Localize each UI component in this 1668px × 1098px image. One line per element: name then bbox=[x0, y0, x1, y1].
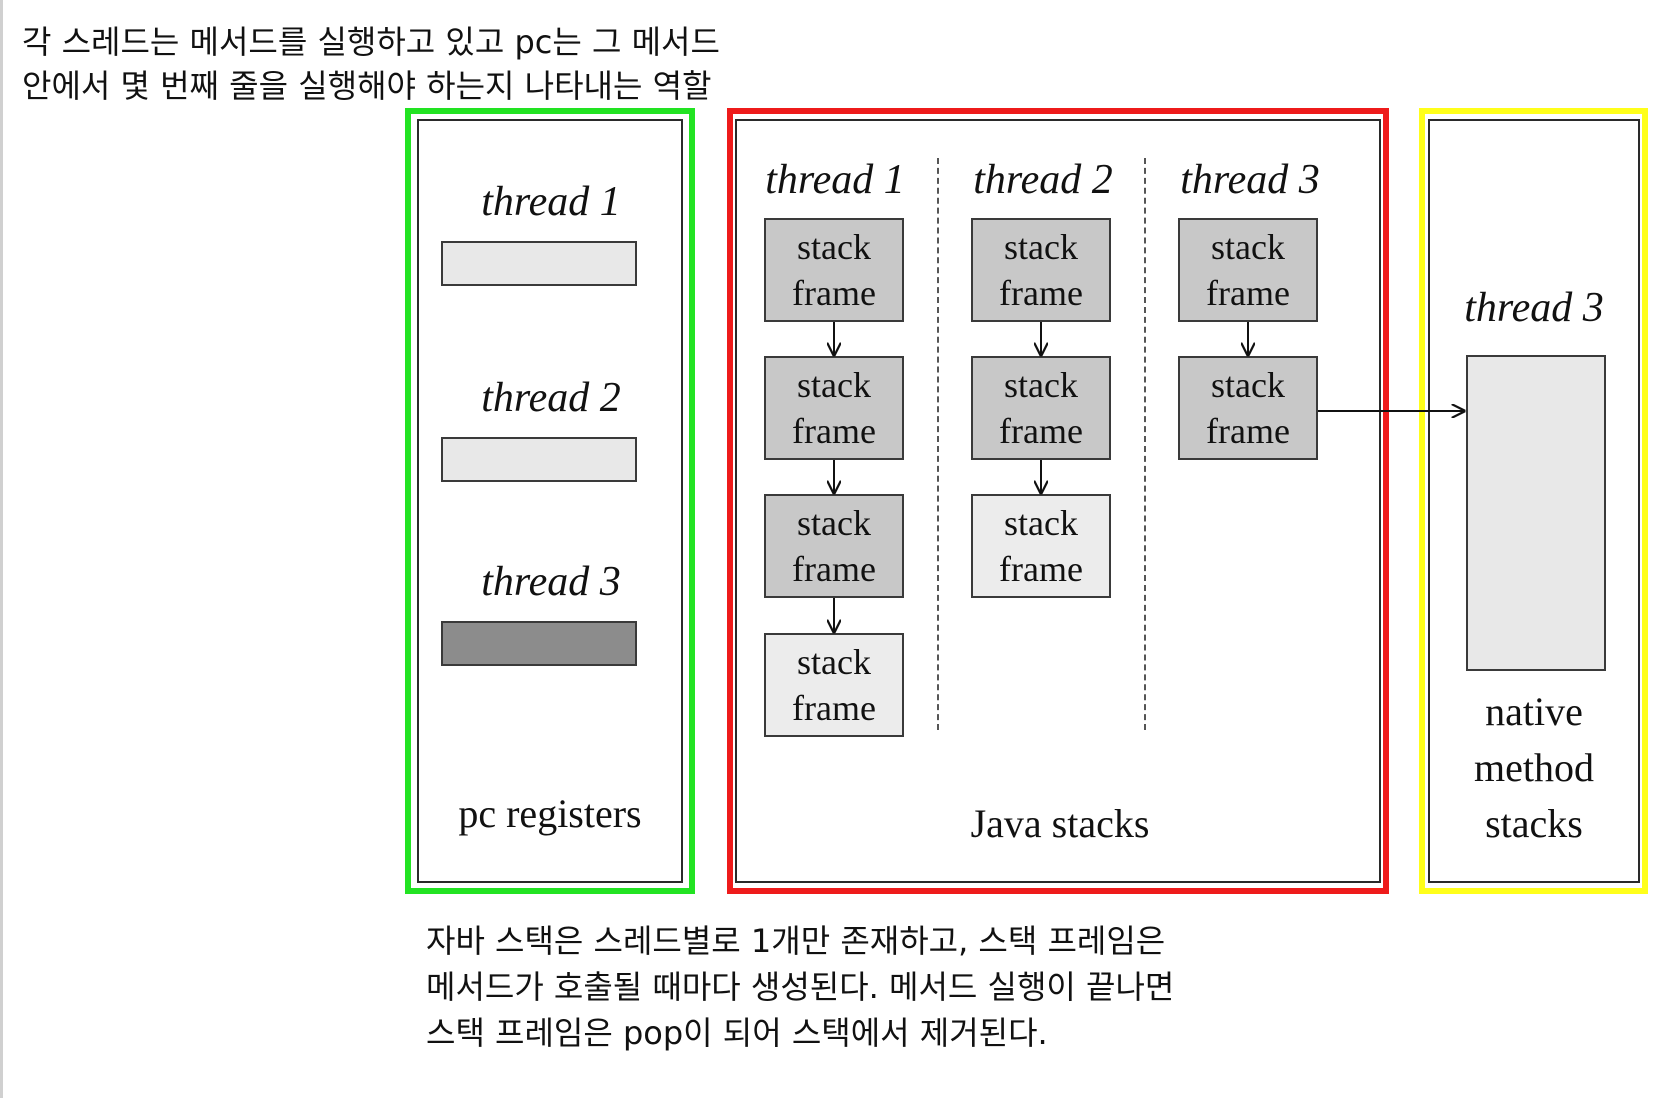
native-method-stacks-caption: native method stacks bbox=[1430, 684, 1638, 852]
pc-registers-panel bbox=[417, 119, 683, 883]
native-caption-line-3: stacks bbox=[1485, 801, 1583, 846]
java-stacks-highlight bbox=[727, 108, 1389, 894]
native-method-stack-box bbox=[1466, 355, 1606, 671]
pc-registers-caption: pc registers bbox=[458, 791, 642, 836]
bottom-annotation-line-3: 스택 프레임은 pop이 되어 스택에서 제거된다. bbox=[426, 1014, 1048, 1052]
java-thread-2-label: thread 2 bbox=[973, 157, 1113, 203]
pc-register-thread-1 bbox=[441, 241, 637, 286]
window-edge bbox=[0, 0, 3, 1098]
thread-divider-1 bbox=[937, 158, 939, 730]
bottom-annotation-line-2: 메서드가 호출될 때마다 생성된다. 메서드 실행이 끝나면 bbox=[426, 968, 1175, 1006]
java-stacks-caption: Java stacks bbox=[970, 801, 1150, 846]
java-thread-1-label: thread 1 bbox=[765, 157, 905, 203]
thread-divider-2 bbox=[1144, 158, 1146, 730]
bottom-annotation-line-1: 자바 스택은 스레드별로 1개만 존재하고, 스택 프레임은 bbox=[426, 922, 1166, 960]
pc-thread-2-label: thread 2 bbox=[481, 375, 621, 421]
native-caption-line-2: method bbox=[1474, 745, 1594, 790]
top-annotation-line-2: 안에서 몇 번째 줄을 실행해야 하는지 나타내는 역할 bbox=[22, 67, 712, 105]
native-caption-line-1: native bbox=[1485, 689, 1583, 734]
pc-registers-highlight bbox=[405, 108, 695, 894]
pc-thread-3-label: thread 3 bbox=[481, 559, 621, 605]
pc-thread-1-label: thread 1 bbox=[481, 179, 621, 225]
native-thread-3-label: thread 3 bbox=[1464, 285, 1604, 331]
native-method-stacks-highlight bbox=[1419, 108, 1648, 894]
top-annotation-line-1: 각 스레드는 메서드를 실행하고 있고 pc는 그 메서드 bbox=[22, 23, 720, 61]
java-thread-3-label: thread 3 bbox=[1180, 157, 1320, 203]
bottom-annotation: 자바 스택은 스레드별로 1개만 존재하고, 스택 프레임은 메서드가 호출될 … bbox=[426, 918, 1174, 1056]
pc-register-thread-3 bbox=[441, 621, 637, 666]
top-annotation: 각 스레드는 메서드를 실행하고 있고 pc는 그 메서드 안에서 몇 번째 줄… bbox=[22, 20, 720, 108]
pc-register-thread-2 bbox=[441, 437, 637, 482]
